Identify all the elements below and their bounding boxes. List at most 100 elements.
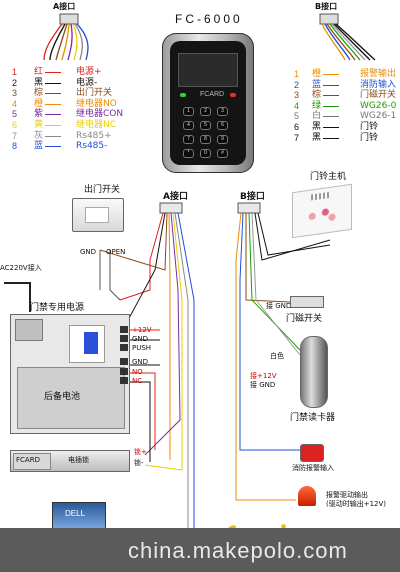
pin-number: 2 bbox=[12, 77, 18, 88]
alarm-output-label-1: 报警驱动输出 bbox=[326, 491, 368, 499]
keypad-key[interactable]: 0 bbox=[200, 149, 211, 158]
pin-number: 5 bbox=[12, 109, 18, 120]
keypad-key[interactable]: # bbox=[217, 149, 228, 158]
wire-line bbox=[45, 82, 61, 84]
pin-function-label: 门磁开关 bbox=[360, 90, 397, 101]
pin-number: 1 bbox=[294, 69, 300, 79]
wire-line bbox=[45, 125, 61, 126]
circuit-board bbox=[69, 325, 105, 363]
keypad-key[interactable]: 6 bbox=[217, 121, 228, 130]
a-top-wire-bundle bbox=[43, 13, 89, 61]
a-mid-label: A接口 bbox=[163, 192, 188, 202]
keypad-key[interactable]: 3 bbox=[217, 107, 228, 116]
model-name: FC-6000 bbox=[175, 12, 243, 26]
terminal-label: NC bbox=[132, 377, 143, 385]
exit-switch-device bbox=[72, 198, 124, 232]
ac-power-cable bbox=[4, 282, 31, 312]
pin-number: 4 bbox=[294, 100, 300, 111]
a-top-label: A接口 bbox=[53, 2, 76, 11]
wire-color-name: 蓝 bbox=[312, 79, 322, 90]
terminal-screw bbox=[120, 326, 128, 333]
terminal-label: GND bbox=[132, 335, 149, 343]
computer-brand: DELL bbox=[65, 509, 86, 518]
wire-line bbox=[45, 135, 61, 137]
pin-number: 5 bbox=[294, 111, 300, 122]
fire-input-label: 消防报警输入 bbox=[292, 464, 334, 472]
keypad-key[interactable]: 9 bbox=[217, 135, 228, 144]
wire-line bbox=[45, 72, 61, 73]
pin-function-label: 门铃 bbox=[360, 132, 379, 143]
terminal-label: PUSH bbox=[132, 344, 152, 352]
pin-function-label: Rs485+ bbox=[76, 130, 112, 141]
terminal-screw bbox=[120, 344, 128, 351]
pin-number: 6 bbox=[294, 122, 300, 132]
keypad-key[interactable]: 8 bbox=[200, 135, 211, 144]
terminal-screw bbox=[120, 377, 128, 384]
pin-number: 4 bbox=[12, 98, 18, 109]
wire-color-name: 紫 bbox=[34, 109, 44, 120]
doorbell-host-title: 门铃主机 bbox=[310, 172, 347, 182]
wire-color-name: 棕 bbox=[34, 88, 44, 99]
pin-number: 3 bbox=[294, 90, 300, 101]
wire-color-name: 橙 bbox=[34, 98, 44, 109]
red-led-icon bbox=[230, 93, 236, 97]
alarm-siren-icon bbox=[298, 486, 316, 506]
wire-color-name: 蓝 bbox=[34, 141, 44, 152]
lock-brand: FCARD bbox=[16, 456, 40, 464]
wire-line bbox=[45, 93, 61, 95]
keypad-key[interactable]: * bbox=[183, 149, 194, 158]
terminal-label: NO bbox=[132, 368, 143, 376]
wire-line bbox=[323, 137, 339, 139]
pin-function-label: 继电器NO bbox=[76, 98, 117, 109]
pin-function-label: 继电器CON bbox=[76, 109, 124, 120]
b-top-label: B接口 bbox=[315, 2, 338, 11]
footer-bar: china.makepolo.com bbox=[0, 528, 400, 572]
card-reader-label: 门禁读卡器 bbox=[290, 413, 336, 423]
wire-line bbox=[45, 114, 61, 116]
wire-line bbox=[323, 95, 339, 97]
keypad-key[interactable]: 7 bbox=[183, 135, 194, 144]
pin-function-label: 继电器NC bbox=[76, 120, 117, 130]
wire-color-name: 灰 bbox=[34, 130, 44, 141]
power-supply-title: 门禁专用电源 bbox=[30, 303, 85, 313]
pin-function-label: 出门开关 bbox=[76, 88, 113, 99]
keypad-key[interactable]: 1 bbox=[183, 107, 194, 116]
pin-number: 6 bbox=[12, 120, 18, 130]
pin-function-label: 门铃 bbox=[360, 122, 379, 132]
device-logo: FCARD bbox=[200, 91, 225, 98]
pin-number: 7 bbox=[12, 130, 18, 141]
backup-battery bbox=[17, 367, 125, 429]
wire-line bbox=[323, 84, 339, 86]
exit-switch-title: 出门开关 bbox=[84, 185, 121, 195]
terminal-label: +12V bbox=[132, 326, 152, 334]
door-sensor-label: 门磁开关 bbox=[286, 314, 323, 324]
keypad-key[interactable]: 5 bbox=[200, 121, 211, 130]
ac-input-label: AC220V接入 bbox=[0, 264, 42, 272]
exit-gnd: GND bbox=[80, 248, 97, 256]
reader-12v-label: 接+12V bbox=[250, 372, 277, 380]
footer-text: china.makepolo.com bbox=[128, 538, 348, 563]
doorbell-host bbox=[292, 183, 352, 239]
alarm-output-label-2: (驱动时输出+12V) bbox=[326, 500, 387, 508]
power-supply-box bbox=[10, 314, 130, 434]
pin-number: 7 bbox=[294, 132, 300, 143]
terminal-screw bbox=[120, 368, 128, 375]
lock-label: 电插锁 bbox=[68, 456, 89, 464]
pin-number: 2 bbox=[294, 79, 300, 90]
exit-button-icon bbox=[85, 207, 109, 223]
exit-open: OPEN bbox=[106, 248, 126, 256]
battery-label: 后备电池 bbox=[44, 392, 81, 402]
reader-gnd-label: 接 GND bbox=[250, 381, 276, 389]
transformer-icon bbox=[15, 319, 43, 341]
keypad-key[interactable]: 2 bbox=[200, 107, 211, 116]
wire-line bbox=[45, 103, 61, 105]
wire-color-name: 红 bbox=[34, 67, 44, 77]
keypad-key[interactable]: 4 bbox=[183, 121, 194, 130]
pin-function-label: 电源- bbox=[76, 77, 98, 88]
a-mid-connector bbox=[99, 202, 195, 528]
terminal-label: GND bbox=[132, 358, 149, 366]
terminal-screw bbox=[120, 358, 128, 365]
door-sensor-device bbox=[290, 296, 324, 308]
pin-number: 1 bbox=[12, 67, 18, 77]
lock-minus: 锁- bbox=[134, 459, 144, 467]
